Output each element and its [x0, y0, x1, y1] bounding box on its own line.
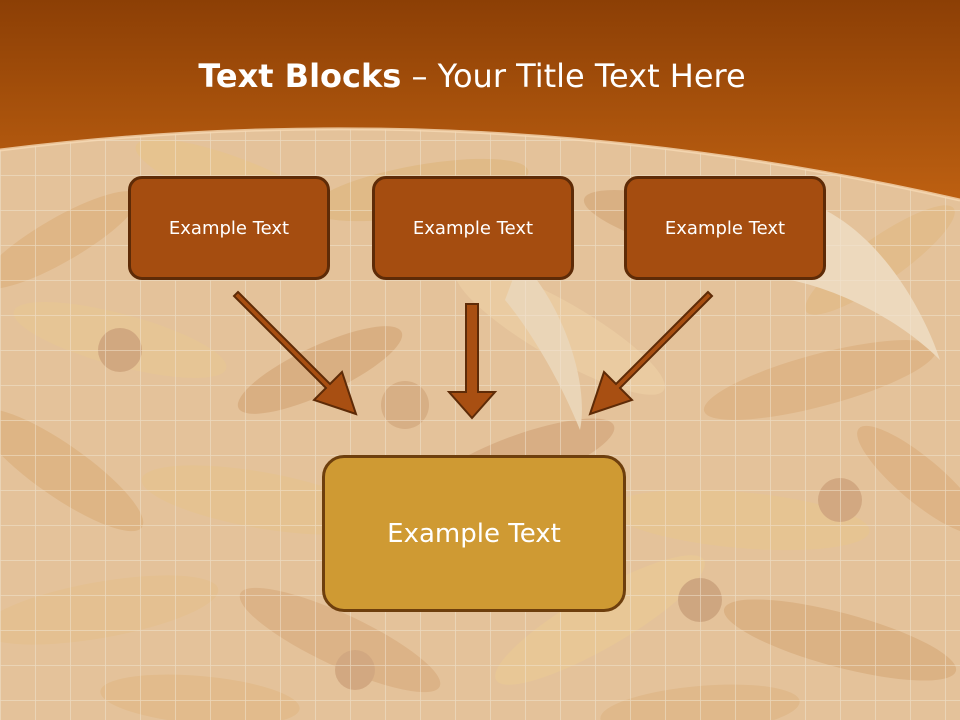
text-block-2[interactable]: Example Text — [372, 176, 574, 280]
main-text-block-label: Example Text — [387, 518, 561, 549]
text-block-1[interactable]: Example Text — [128, 176, 330, 280]
arrow-middle — [446, 303, 498, 420]
arrow-right — [588, 290, 714, 416]
text-block-2-label: Example Text — [412, 217, 534, 239]
page-title: Text Blocks – Your Title Text Here — [0, 52, 944, 100]
title-rest: Your Title Text Here — [437, 57, 746, 95]
arrow-left — [232, 290, 358, 416]
title-bold: Text Blocks — [198, 57, 402, 95]
main-text-block[interactable]: Example Text — [322, 455, 626, 612]
text-block-3[interactable]: Example Text — [624, 176, 826, 280]
text-block-3-label: Example Text — [664, 217, 786, 239]
text-block-1-label: Example Text — [168, 217, 290, 239]
title-dash: – — [411, 57, 428, 95]
